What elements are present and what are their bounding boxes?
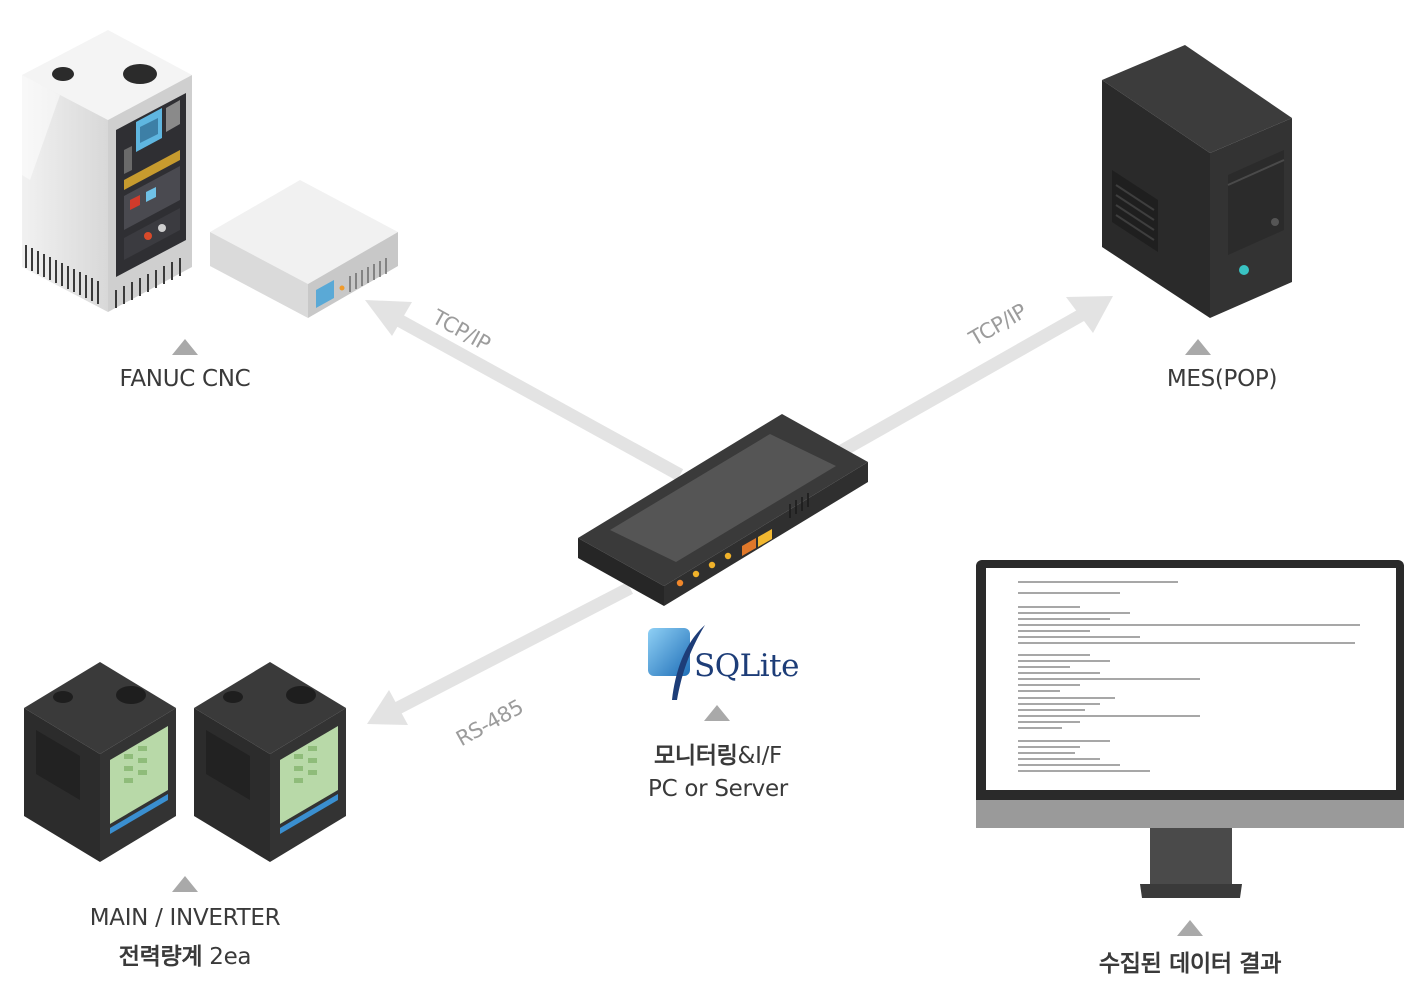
monitor-label: 수집된 데이터 결과 <box>1098 951 1282 977</box>
meters-label-rest: 2ea <box>202 944 252 970</box>
hub-label: 모니터링&I/F PC or Server <box>600 736 836 802</box>
mes-label: MES(POP) <box>1166 366 1278 392</box>
pointer-hub <box>704 705 730 721</box>
link-arrow-to-cnc <box>365 300 684 481</box>
cnc-label: FANUC CNC <box>119 366 251 392</box>
pointer-monitor <box>1177 920 1203 936</box>
hub-label-line2: PC or Server <box>648 776 788 802</box>
power-meter-icon <box>24 662 346 862</box>
hub-label-bold: 모니터링 <box>654 743 738 769</box>
link-arrow-to-meters <box>367 582 633 725</box>
network-hub-icon <box>578 414 868 606</box>
pointer-mes <box>1185 339 1211 355</box>
pointer-cnc <box>172 339 198 355</box>
meters-label-line1: MAIN / INVERTER <box>89 905 281 931</box>
cnc-machine-icon <box>22 30 192 312</box>
cnc-controller-box-icon <box>210 180 398 318</box>
link-arrow-to-mes <box>836 296 1113 458</box>
sqlite-brand-text: SQLite <box>694 648 799 684</box>
hub-label-rest: &I/F <box>737 743 782 769</box>
pointer-meters <box>172 876 198 892</box>
meters-label-bold: 전력량계 <box>118 944 203 970</box>
meters-label: MAIN / INVERTER 전력량계 2ea <box>55 905 315 971</box>
monitor-screen-content <box>1018 581 1360 772</box>
sqlite-logo-icon <box>648 625 705 700</box>
monitor-icon <box>976 560 1404 898</box>
server-tower-icon <box>1102 45 1292 318</box>
